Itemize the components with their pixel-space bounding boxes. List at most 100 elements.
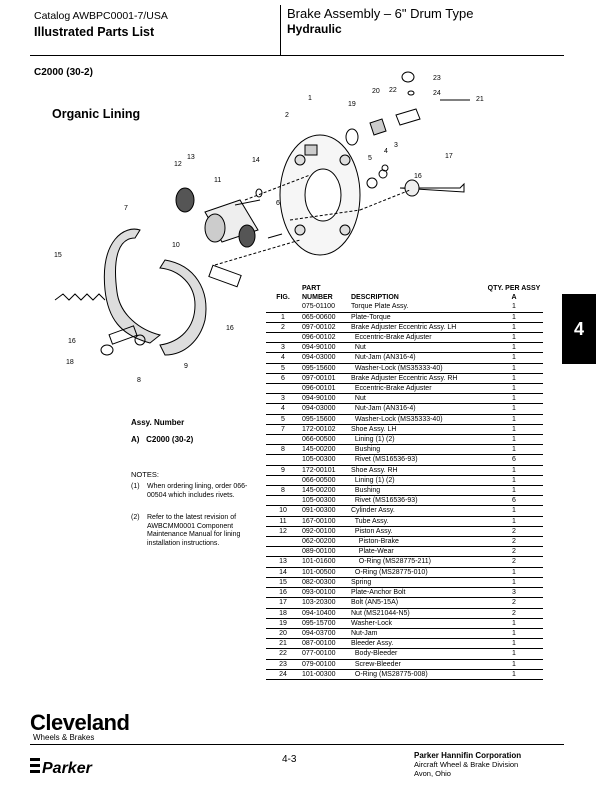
- qty-cell: 1: [485, 373, 543, 385]
- qty-cell: 1: [485, 444, 543, 456]
- assy-model: C2000 (30-2): [146, 435, 194, 444]
- fig-cell: 20: [266, 628, 300, 640]
- torque-plate-drawing: [279, 134, 361, 256]
- fig-cell: 4: [266, 403, 300, 415]
- qty-cell: 2: [485, 526, 543, 538]
- callout-4: 4: [384, 148, 388, 155]
- part-number-cell: 105-00300: [300, 495, 349, 507]
- fig-cell: 13: [266, 556, 300, 568]
- description-cell: Piston-Brake: [349, 536, 485, 548]
- header-rule: [30, 55, 564, 56]
- part-number-cell: 101-00500: [300, 567, 349, 578]
- qty-cell: 1: [485, 393, 543, 405]
- callout-14: 14: [252, 157, 260, 164]
- fig-cell: 2: [266, 322, 300, 334]
- fig-cell: 5: [266, 414, 300, 425]
- fig-cell: [266, 536, 300, 548]
- fig-cell: 22: [266, 648, 300, 660]
- description-cell: Bolt (AN5-15A): [349, 597, 485, 609]
- header-qty-a: A: [511, 294, 517, 302]
- fig-cell: [266, 495, 300, 507]
- part-number-cell: 091-00300: [300, 505, 349, 517]
- part-number-cell: 075-01100: [300, 302, 349, 313]
- bleeder-nut-drawing: [369, 118, 387, 136]
- description-cell: Cylinder Assy.: [349, 505, 485, 517]
- qty-cell: 1: [485, 669, 543, 680]
- part-number-cell: 101-00300: [300, 669, 349, 680]
- bolt-drawing: [399, 182, 465, 193]
- description-cell: Tube Assy.: [349, 516, 485, 527]
- assy-a: A) C2000 (30-2): [131, 435, 193, 444]
- qty-cell: 1: [485, 342, 543, 354]
- model-label: C2000 (30-2): [34, 67, 93, 78]
- qty-cell: 1: [485, 567, 543, 578]
- description-cell: Shoe Assy. LH: [349, 424, 485, 436]
- part-number-cell: 079-00100: [300, 659, 349, 670]
- description-cell: Brake Adjuster Eccentric Assy. RH: [349, 373, 485, 385]
- description-cell: O-Ring (MS28775-010): [349, 567, 485, 578]
- part-number-cell: 082-00300: [300, 577, 349, 589]
- qty-cell: 1: [485, 577, 543, 589]
- qty-cell: 1: [485, 485, 543, 497]
- fig-cell: [266, 434, 300, 446]
- part-number-cell: 172-00102: [300, 424, 349, 436]
- description-cell: Nut: [349, 393, 485, 405]
- assy-heading: Assy. Number: [131, 418, 185, 427]
- callout-22: 22: [389, 87, 397, 94]
- o-ring-drawing: [255, 188, 263, 198]
- part-number-cell: 094-03700: [300, 628, 349, 640]
- fig-cell: 1: [266, 312, 300, 323]
- qty-cell: 1: [485, 475, 543, 487]
- callout-19: 19: [348, 101, 356, 108]
- note-1-text: When ordering lining, order 066-00504 wh…: [147, 483, 248, 499]
- callout-9: 9: [184, 363, 188, 370]
- description-cell: Lining (1) (2): [349, 434, 485, 446]
- part-number-cell: 101-01600: [300, 556, 349, 568]
- fig-cell: 24: [266, 669, 300, 680]
- part-number-cell: 094-03000: [300, 403, 349, 415]
- lock-washer-drawing: [345, 128, 359, 146]
- table-row: 066-00500 Lining (1) (2)1: [266, 475, 543, 487]
- qty-cell: 1: [485, 312, 543, 323]
- part-number-cell: 077-00100: [300, 648, 349, 660]
- description-cell: Plate-Wear: [349, 546, 485, 558]
- description-cell: Nut-Jam (AN316-4): [349, 352, 485, 364]
- description-cell: Nut (MS21044-N5): [349, 608, 485, 619]
- description-cell: O-Ring (MS28775-008): [349, 669, 485, 680]
- part-number-cell: 095-15600: [300, 363, 349, 374]
- document-title: Brake Assembly – 6" Drum Type: [287, 6, 474, 21]
- fig-cell: 10: [266, 505, 300, 517]
- callout-18: 18: [66, 359, 74, 366]
- qty-cell: 1: [485, 322, 543, 334]
- part-number-cell: 167-00100: [300, 516, 349, 527]
- callout-5: 5: [368, 155, 372, 162]
- description-cell: Spring: [349, 577, 485, 589]
- qty-cell: 1: [485, 628, 543, 640]
- qty-cell: 1: [485, 424, 543, 436]
- part-number-cell: 095-15700: [300, 618, 349, 629]
- qty-cell: 1: [485, 352, 543, 364]
- anchor-nut-drawing: [100, 344, 114, 356]
- table-row: 105-00300 Rivet (MS16536-93)6: [266, 454, 543, 466]
- page-number: 4-3: [282, 754, 297, 765]
- callout-20: 20: [372, 88, 380, 95]
- qty-cell: 1: [485, 414, 543, 425]
- location: Avon, Ohio: [414, 769, 451, 778]
- fig-cell: 19: [266, 618, 300, 629]
- qty-cell: 6: [485, 454, 543, 466]
- note-2-text: Refer to the latest revision of AWBCMM00…: [147, 514, 241, 547]
- part-number-cell: 094-90100: [300, 393, 349, 405]
- cleveland-logo: Cleveland: [30, 710, 130, 735]
